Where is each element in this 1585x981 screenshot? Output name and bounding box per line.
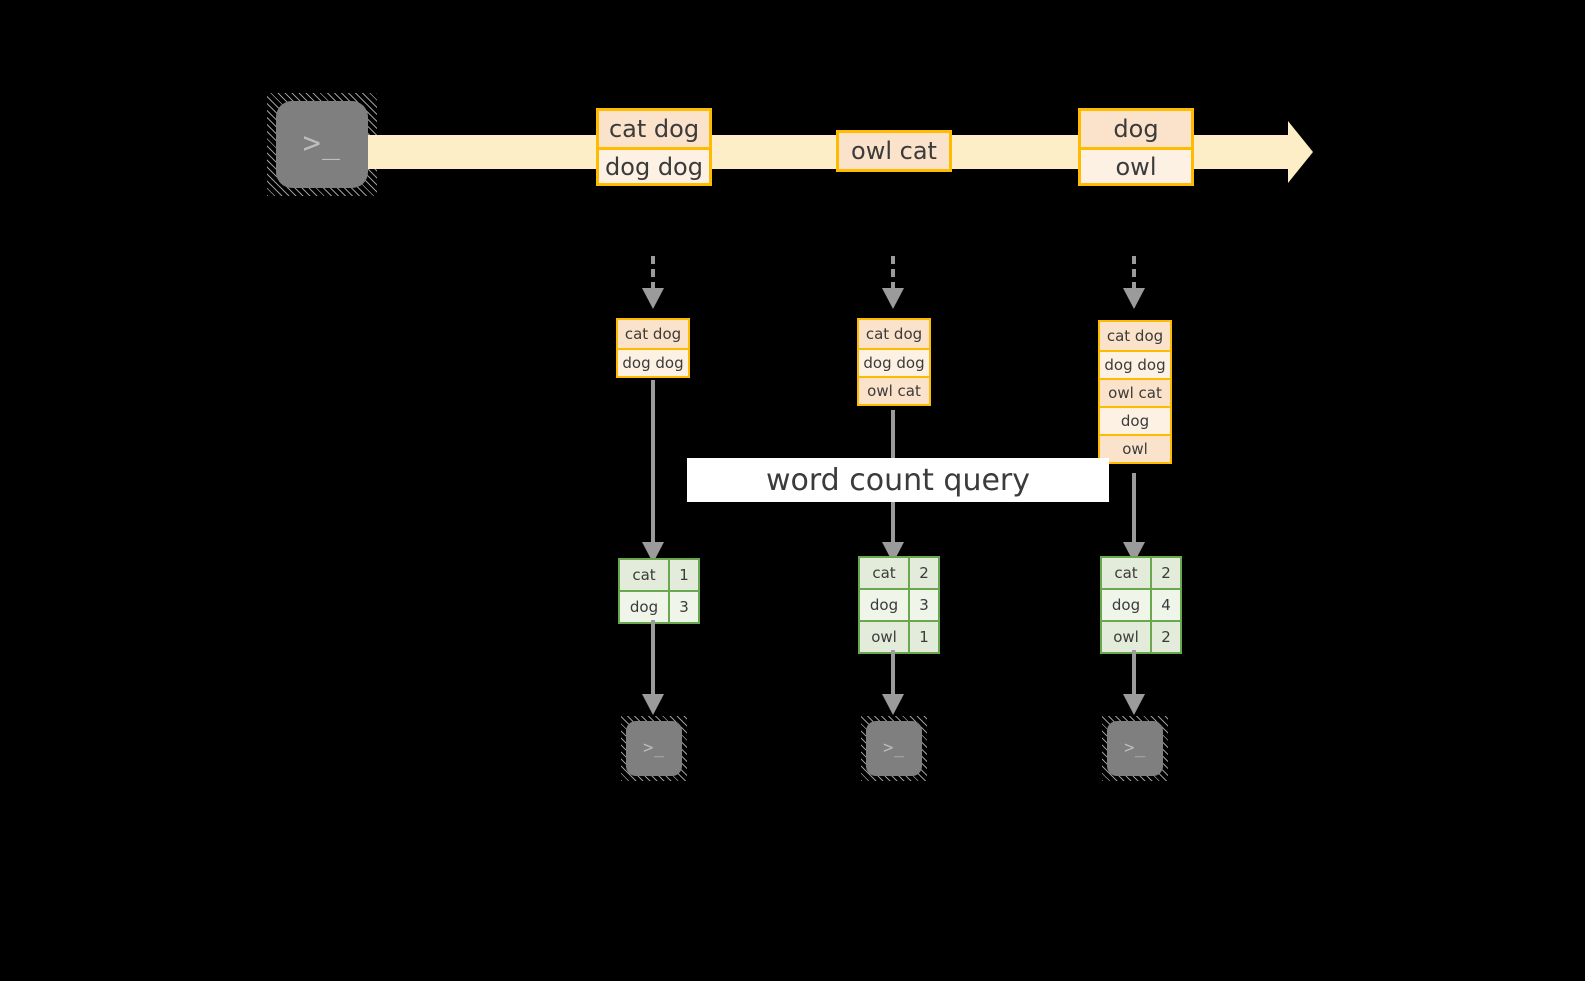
result-row: owl 1	[860, 620, 938, 652]
result-row: owl 2	[1102, 620, 1180, 652]
snapshot-2-input-table: cat dog dog dog owl cat	[857, 318, 931, 406]
terminal-screen	[1107, 721, 1163, 776]
result-word: owl	[860, 622, 908, 652]
snapshot-1-intake-line	[651, 256, 655, 290]
stream-record-line: cat dog	[599, 111, 709, 147]
stream-record-line: owl	[1081, 147, 1191, 183]
snapshot-3-sink-line	[1132, 650, 1136, 698]
terminal-prompt-glyph: >_	[883, 737, 905, 758]
terminal-prompt-glyph: >_	[1124, 737, 1146, 758]
result-count: 1	[908, 622, 938, 652]
input-row: dog dog	[1100, 350, 1170, 378]
input-row: dog dog	[618, 348, 688, 376]
snapshot-1-result-table: cat 1 dog 3	[618, 558, 700, 624]
input-row: cat dog	[1100, 322, 1170, 350]
input-row: cat dog	[859, 320, 929, 348]
snapshot-3-intake-arrowhead	[1123, 288, 1145, 309]
stream-record-line: dog	[1081, 111, 1191, 147]
snapshot-1-input-table: cat dog dog dog	[616, 318, 690, 378]
result-count: 2	[1150, 558, 1180, 588]
result-count: 2	[908, 558, 938, 588]
result-word: owl	[1102, 622, 1150, 652]
snapshot-1-query-arrowhead	[642, 542, 664, 563]
result-word: dog	[1102, 590, 1150, 620]
result-count: 3	[908, 590, 938, 620]
terminal-screen	[866, 721, 922, 776]
result-word: dog	[620, 592, 668, 622]
result-word: cat	[620, 560, 668, 590]
stream-record-line: owl cat	[839, 133, 949, 169]
input-row: owl	[1100, 434, 1170, 462]
snapshot-2-result-table: cat 2 dog 3 owl 1	[858, 556, 940, 654]
terminal-prompt-glyph: >_	[302, 125, 342, 161]
result-word: cat	[860, 558, 908, 588]
stream-record-1: cat dog dog dog	[596, 108, 712, 186]
terminal-screen	[275, 101, 369, 188]
input-row: owl cat	[1100, 378, 1170, 406]
terminal-screen	[626, 721, 682, 776]
snapshot-3-intake-line	[1132, 256, 1136, 290]
snapshot-1-intake-arrowhead	[642, 288, 664, 309]
snapshot-3-query-line	[1132, 473, 1136, 546]
snapshot-3-result-table: cat 2 dog 4 owl 2	[1100, 556, 1182, 654]
input-row: owl cat	[859, 376, 929, 404]
result-row: cat 1	[620, 560, 698, 590]
input-row: dog	[1100, 406, 1170, 434]
snapshot-3-sink-terminal-icon: >_	[1102, 716, 1168, 781]
snapshot-1-sink-arrowhead	[642, 694, 664, 715]
snapshot-2-intake-line	[891, 256, 895, 290]
result-row: cat 2	[1102, 558, 1180, 588]
result-word: dog	[860, 590, 908, 620]
snapshot-2-intake-arrowhead	[882, 288, 904, 309]
snapshot-3-sink-arrowhead	[1123, 694, 1145, 715]
stream-record-2: owl cat	[836, 130, 952, 172]
snapshot-2-sink-terminal-icon: >_	[861, 716, 927, 781]
result-row: cat 2	[860, 558, 938, 588]
terminal-prompt-glyph: >_	[643, 737, 665, 758]
result-word: cat	[1102, 558, 1150, 588]
result-row: dog 3	[620, 590, 698, 622]
snapshot-1-sink-line	[651, 620, 655, 698]
stream-record-line: dog dog	[599, 147, 709, 183]
stream-record-3: dog owl	[1078, 108, 1194, 186]
snapshot-1-query-line	[651, 380, 655, 546]
snapshot-2-sink-line	[891, 650, 895, 698]
result-count: 3	[668, 592, 698, 622]
snapshot-2-sink-arrowhead	[882, 694, 904, 715]
result-row: dog 3	[860, 588, 938, 620]
stream-arrow-head	[1288, 121, 1313, 183]
snapshot-3-input-table: cat dog dog dog owl cat dog owl	[1098, 320, 1172, 464]
snapshot-1-sink-terminal-icon: >_	[621, 716, 687, 781]
input-row: cat dog	[618, 320, 688, 348]
source-terminal-icon: >_	[267, 93, 377, 196]
input-row: dog dog	[859, 348, 929, 376]
result-row: dog 4	[1102, 588, 1180, 620]
result-count: 4	[1150, 590, 1180, 620]
result-count: 2	[1150, 622, 1180, 652]
query-label: word count query	[687, 458, 1109, 502]
result-count: 1	[668, 560, 698, 590]
